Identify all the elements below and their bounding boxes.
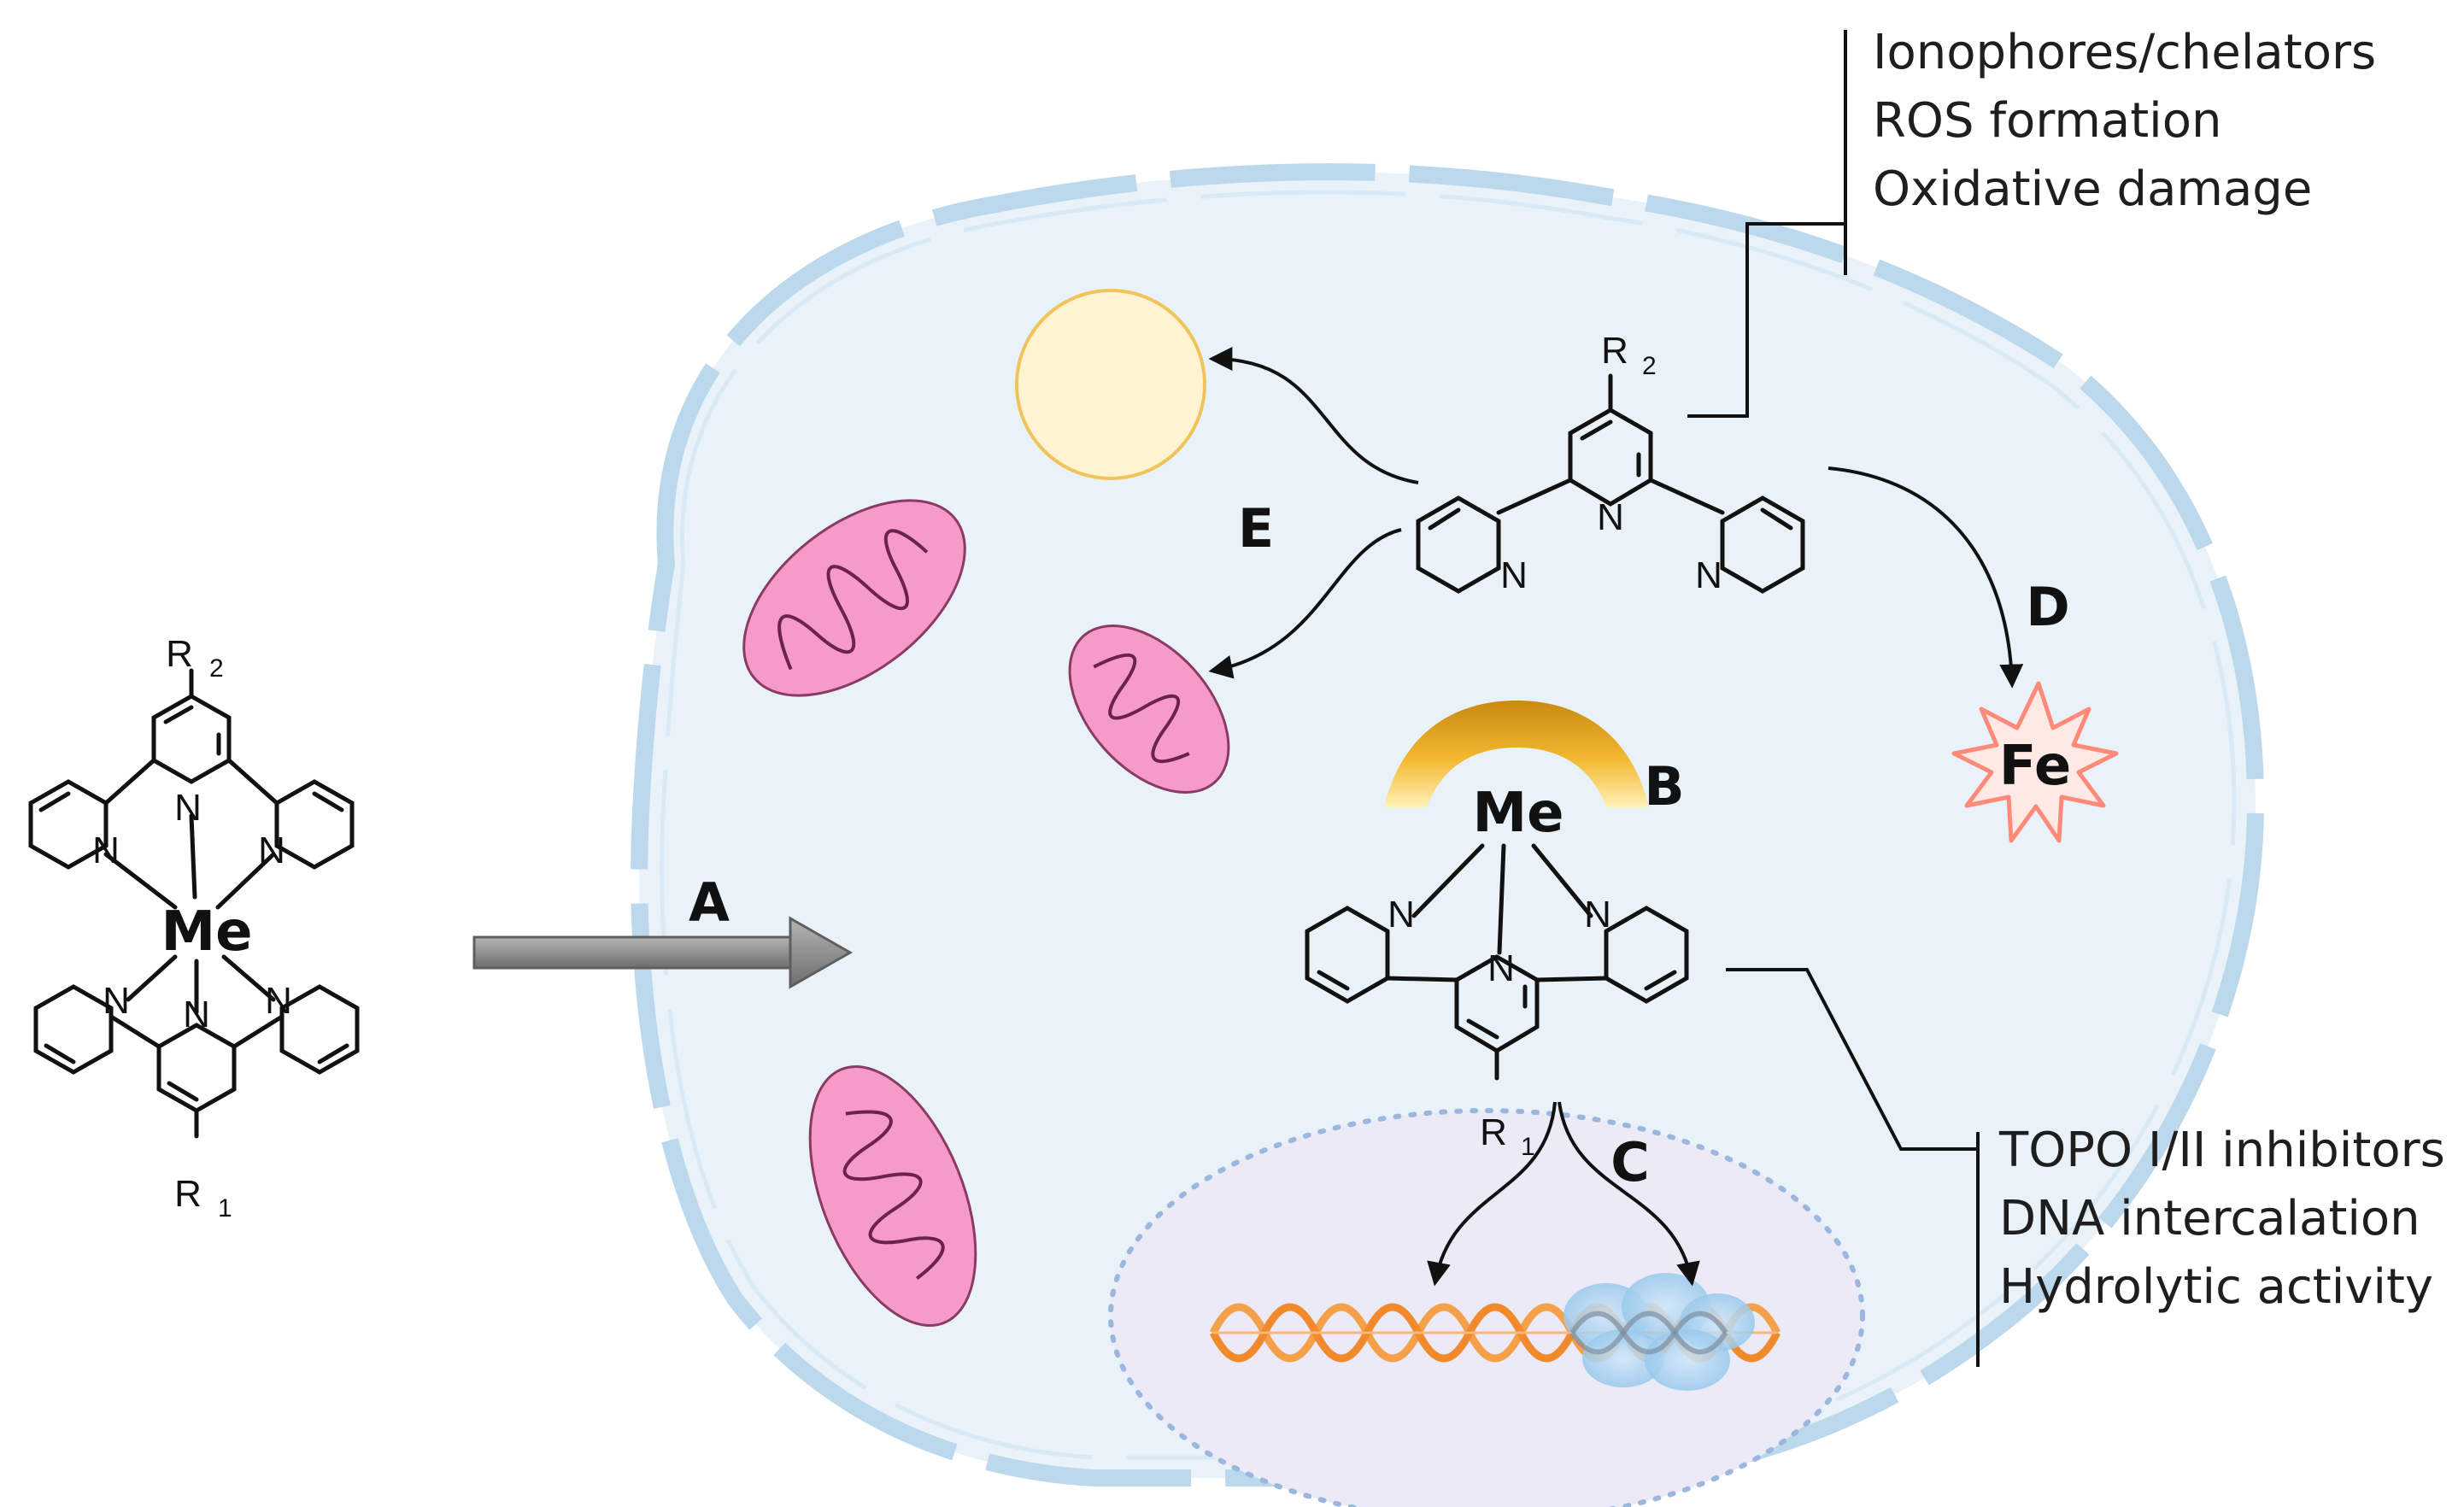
mechanism-item: DNA intercalation [1999, 1191, 2420, 1246]
arrow-to-dna [1427, 1101, 1557, 1287]
mitochondrion-middle [1068, 624, 1230, 794]
r1-substituent: R [1480, 1111, 1507, 1153]
histone-complex [1563, 1273, 1755, 1391]
iron-burst [1951, 681, 2119, 843]
metal-center: Me [161, 900, 252, 964]
metal-center: Me [1472, 782, 1563, 845]
step-label-e: E [1238, 497, 1274, 560]
nitrogen-atom: N [258, 830, 285, 871]
iron-label: Fe [1999, 735, 2072, 798]
cell-body [639, 172, 2256, 1478]
arrow-to-mitochondrion [1208, 528, 1402, 679]
arrow-to-iron [1827, 466, 2024, 689]
step-label-b: B [1644, 755, 1684, 818]
nitrogen-atom: N [265, 980, 292, 1022]
bis-terpyridine-complex: N N N N N N Me R 2 R 1 [28, 633, 360, 1223]
bracket-bottom [1726, 968, 1978, 1151]
nitrogen-atom: N [1584, 894, 1611, 935]
mechanism-list-bottom: TOPO I/II inhibitors DNA intercalation H… [1998, 1123, 2445, 1315]
nitrogen-atom: N [183, 994, 210, 1035]
mechanism-list-top: Ionophores/chelators ROS formation Oxida… [1873, 25, 2376, 217]
metal-terpyridine-complex: N N N R 1 [1305, 843, 1689, 1161]
r2-substituent: R [1601, 330, 1628, 372]
nitrogen-atom: N [1387, 894, 1415, 935]
bracket-top [1687, 222, 1845, 418]
nitrogen-atom: N [103, 980, 130, 1022]
metal-ligand-arc [1384, 701, 1649, 807]
cell [631, 163, 2265, 1486]
arrow-to-vesicle [1208, 347, 1419, 484]
mechanism-item: ROS formation [1873, 93, 2222, 149]
nitrogen-atom: N [1487, 947, 1515, 989]
entry-arrow [472, 916, 854, 989]
mechanism-item: Hydrolytic activity [1999, 1259, 2433, 1315]
nitrogen-atom: N [1695, 554, 1722, 596]
r1-subscript: 1 [1521, 1133, 1535, 1161]
r1-subscript: 1 [218, 1194, 232, 1223]
mitochondrion-top [742, 499, 966, 697]
nitrogen-atom: N [174, 787, 202, 829]
vesicle [1015, 289, 1206, 480]
nitrogen-atom: N [1597, 496, 1624, 538]
step-label-c: C [1610, 1131, 1650, 1193]
mitochondrion-bottom [808, 1065, 977, 1327]
cell-membrane-inner [660, 190, 2237, 1460]
r2-subscript: 2 [1642, 352, 1657, 380]
mechanism-item: TOPO I/II inhibitors [1998, 1123, 2445, 1178]
arrow-to-histone [1558, 1101, 1700, 1287]
mechanism-item: Ionophores/chelators [1873, 25, 2376, 80]
r2-substituent: R [166, 633, 193, 675]
terpy-top [28, 668, 355, 870]
cell-membrane [631, 163, 2265, 1486]
r1-substituent: R [174, 1173, 202, 1215]
free-terpyridine: N N N R 2 [1416, 330, 1805, 596]
nitrogen-atom: N [92, 830, 120, 871]
step-label-d: D [2026, 576, 2069, 638]
mechanism-item: Oxidative damage [1873, 161, 2312, 217]
nitrogen-atom: N [1500, 554, 1528, 596]
step-label-a: A [689, 871, 730, 934]
r2-subscript: 2 [209, 654, 224, 683]
terpy-bottom [33, 984, 360, 1139]
